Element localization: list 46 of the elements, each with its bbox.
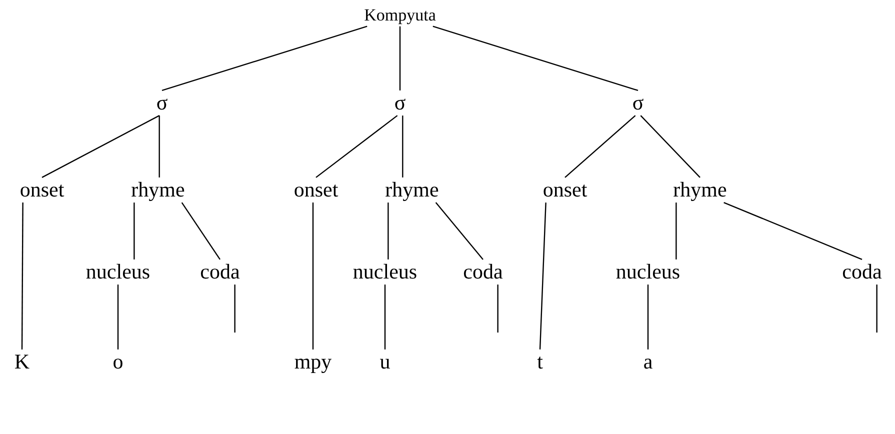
- tree-node-label: mpy: [293, 350, 333, 374]
- tree-branch-line: [316, 115, 398, 178]
- tree-branch-line: [399, 26, 401, 90]
- tree-node-label: rhyme: [672, 178, 728, 202]
- tree-branch-line: [876, 284, 878, 333]
- tree-node-label: K: [13, 350, 31, 374]
- tree-node-label: onset: [292, 178, 340, 202]
- tree-branch-line: [21, 202, 24, 350]
- tree-node-label: t: [536, 350, 544, 374]
- tree-node-label: coda: [199, 260, 241, 284]
- tree-branch-line: [497, 284, 498, 333]
- tree-node-label: u: [378, 350, 392, 374]
- tree-branch-line: [117, 284, 119, 350]
- tree-branch-line: [564, 115, 636, 178]
- tree-branch-line: [162, 26, 368, 92]
- tree-node-label: σ: [631, 91, 645, 115]
- tree-branch-line: [388, 202, 389, 260]
- tree-node-label: rhyme: [130, 178, 186, 202]
- tree-node-label: coda: [841, 260, 883, 284]
- tree-node-label: onset: [18, 178, 66, 202]
- tree-branch-line: [384, 284, 386, 350]
- tree-node-label: nucleus: [352, 260, 418, 284]
- tree-node-label: coda: [462, 260, 504, 284]
- tree-branch-line: [647, 284, 649, 350]
- tree-node-label: a: [642, 350, 654, 374]
- tree-branch-line: [181, 202, 220, 260]
- tree-node-label: Kompyuta: [363, 6, 437, 26]
- tree-node-label: nucleus: [84, 260, 152, 284]
- tree-branch-line: [435, 202, 484, 260]
- tree-branch-line: [676, 202, 677, 260]
- tree-branch-line: [134, 202, 135, 260]
- tree-branch-line: [724, 202, 862, 260]
- tree-branch-line: [432, 26, 638, 92]
- tree-node-label: rhyme: [384, 178, 440, 202]
- tree-branch-line: [640, 115, 700, 178]
- tree-node-label: onset: [542, 178, 588, 202]
- tree-branch-line: [234, 284, 236, 333]
- tree-branch-line: [539, 202, 546, 350]
- tree-node-label: nucleus: [614, 260, 682, 284]
- tree-branch-line: [312, 202, 314, 350]
- tree-node-label: σ: [393, 91, 407, 115]
- tree-node-label: o: [112, 350, 124, 374]
- tree-branch-line: [402, 116, 404, 178]
- tree-node-label: σ: [155, 91, 169, 115]
- tree-branch-line: [42, 115, 160, 178]
- tree-branch-line: [158, 116, 160, 178]
